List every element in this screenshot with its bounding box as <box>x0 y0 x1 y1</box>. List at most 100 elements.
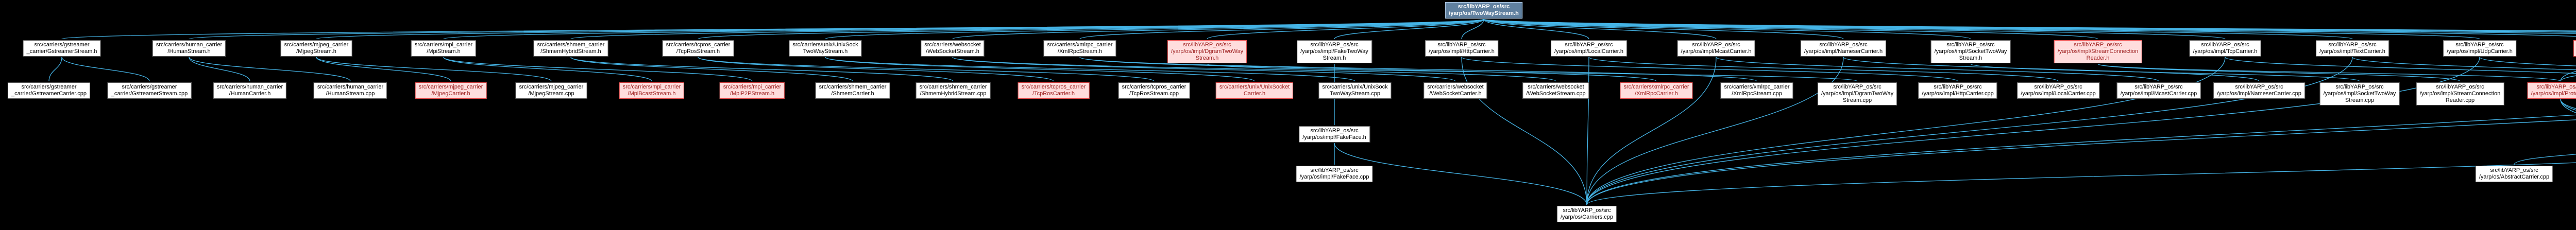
graph-node-A18[interactable]: src/libYARP_os/src/yarp/os/impl/TextCarr… <box>2316 40 2389 57</box>
node-label-line: /MjpegStream.cpp <box>528 91 574 97</box>
graph-node-A15[interactable]: src/libYARP_os/src/yarp/os/impl/SocketTw… <box>1930 40 2011 63</box>
node-label-line: src/libYARP_os/src <box>1437 42 1486 48</box>
include-edge <box>1334 143 1587 205</box>
graph-node-b7[interactable]: src/carriers/mpi_carrier/MpiP2PStream.h <box>719 82 785 99</box>
node-label-line: /TcpRosStream.h <box>676 48 720 55</box>
graph-node-A10[interactable]: src/libYARP_os/src/yarp/os/impl/FakeTwoW… <box>1297 40 1372 63</box>
graph-node-A19[interactable]: src/libYARP_os/src/yarp/os/impl/UdpCarri… <box>2443 40 2516 57</box>
graph-node-A7[interactable]: src/carriers/websocket/WebSocketStream.h <box>921 40 985 57</box>
graph-node-b24[interactable]: src/libYARP_os/src/yarp/os/impl/StreamCo… <box>2416 82 2504 105</box>
graph-node-b18[interactable]: src/libYARP_os/src/yarp/os/impl/DgramTwo… <box>1817 82 1897 105</box>
node-label-line: /yarp/os/impl/McastCarrier.h <box>1681 48 1752 55</box>
graph-node-b6[interactable]: src/carriers/mpi_carrier/MpiBcastStream.… <box>619 82 685 99</box>
graph-node-b8[interactable]: src/carriers/shmem_carrier/ShmemCarrier.… <box>815 82 890 99</box>
graph-node-b11[interactable]: src/carriers/tcpros_carrier/TcpRosStream… <box>1118 82 1190 99</box>
graph-node-A12[interactable]: src/libYARP_os/src/yarp/os/impl/LocalCar… <box>1551 40 1627 57</box>
node-label-line: src/carriers/shmem_carrier <box>819 84 887 90</box>
graph-node-A13[interactable]: src/libYARP_os/src/yarp/os/impl/McastCar… <box>1677 40 1755 57</box>
node-label-line: src/carriers/tcpros_carrier <box>1122 84 1187 90</box>
node-label-line: src/carriers/websocket <box>924 42 981 48</box>
include-edge <box>2560 70 2576 82</box>
graph-node-A2[interactable]: src/carriers/mjpeg_carrier/MjpegStream.h <box>280 40 352 57</box>
graph-node-A1[interactable]: src/carriers/human_carrier/HumanStream.h <box>152 40 226 57</box>
graph-node-A16[interactable]: src/libYARP_os/src/yarp/os/impl/StreamCo… <box>2054 40 2142 63</box>
graph-node-b23[interactable]: src/libYARP_os/src/yarp/os/impl/SocketTw… <box>2319 82 2400 105</box>
node-label-line: /ShmemCarrier.h <box>831 91 874 97</box>
node-label-line: src/libYARP_os/src <box>1310 42 1359 48</box>
node-label-line: /TcpRosStream.cpp <box>1129 91 1179 97</box>
node-label-line: src/carriers/shmem_carrier <box>537 42 605 48</box>
graph-node-b0[interactable]: src/carriers/gstreamer_carrier/Gstreamer… <box>7 82 91 99</box>
graph-node-b20[interactable]: src/libYARP_os/src/yarp/os/impl/LocalCar… <box>2017 82 2099 99</box>
node-label-line: Stream.cpp <box>2345 97 2375 103</box>
node-label-line: src/libYARP_os/src <box>1565 42 1613 48</box>
graph-node-b25[interactable]: src/libYARP_os/src/yarp/os/impl/Protocol… <box>2527 82 2576 99</box>
node-label-line: /MjpegStream.h <box>296 48 336 55</box>
include-edge <box>2097 63 2461 82</box>
graph-node-current-root: src/libYARP_os/src/yarp/os/TwoWayStream.… <box>1445 2 1522 19</box>
graph-node-A20[interactable]: src/libYARP_os/src/yarp/os/InputProtocol… <box>2573 40 2576 57</box>
graph-node-A3[interactable]: src/carriers/mpi_carrier/MpiStream.h <box>411 40 477 57</box>
include-edge <box>825 19 1484 40</box>
node-label-line: /HumanStream.h <box>167 48 211 55</box>
node-label-line: /yarp/os/impl/Protocol.h <box>2531 91 2576 97</box>
graph-node-b1[interactable]: src/carriers/gstreamer_carrier/Gstreamer… <box>107 82 192 99</box>
graph-node-A5[interactable]: src/carriers/tcpros_carrier/TcpRosStream… <box>662 40 734 57</box>
include-edge <box>1588 57 2059 82</box>
graph-node-b19[interactable]: src/libYARP_os/src/yarp/os/impl/HttpCarr… <box>1918 82 1997 99</box>
include-edge <box>1483 19 2576 31</box>
graph-node-b2[interactable]: src/carriers/human_carrier/HumanCarrier.… <box>213 82 287 99</box>
graph-node-b15[interactable]: src/carriers/websocket/WebSocketStream.c… <box>1522 82 1589 99</box>
graph-node-b22[interactable]: src/libYARP_os/src/yarp/os/impl/NameserC… <box>2213 82 2305 99</box>
include-edge <box>1586 57 1717 205</box>
node-label-line: src/libYARP_os/src <box>2134 84 2183 90</box>
graph-node-A14[interactable]: src/libYARP_os/src/yarp/os/impl/NameserC… <box>1800 40 1887 57</box>
include-edge <box>1334 19 1484 40</box>
include-edge <box>1483 19 1717 40</box>
node-label-line: src/libYARP_os/src <box>2074 42 2122 48</box>
node-label-line: Carrier.h <box>1243 91 1266 97</box>
include-edge <box>61 57 150 82</box>
node-label-line: src/carriers/xmlrpc_carrier <box>1623 84 1689 90</box>
include-edge <box>952 19 1484 40</box>
graph-node-A17[interactable]: src/libYARP_os/src/yarp/os/impl/TcpCarri… <box>2189 40 2261 57</box>
include-edge <box>1716 57 2159 82</box>
graph-node-b16[interactable]: src/carriers/xmlrpc_carrier/XmlRpcCarrie… <box>1620 82 1693 99</box>
graph-node-d1[interactable]: src/libYARP_os/src/yarp/os/AbstractCarri… <box>2475 166 2553 182</box>
graph-node-b5[interactable]: src/carriers/mjpeg_carrier/MjpegStream.c… <box>515 82 587 99</box>
include-edge <box>952 57 1556 82</box>
graph-node-b10[interactable]: src/carriers/tcpros_carrier/TcpRosCarrie… <box>1018 82 1090 99</box>
node-label-line: src/libYARP_os/src <box>1934 84 1982 90</box>
include-edge <box>1461 19 1484 40</box>
node-label-line: Stream.h <box>1959 55 1982 61</box>
graph-node-A8[interactable]: src/carriers/xmlrpc_carrier/XmlRpcStream… <box>1043 40 1116 57</box>
graph-node-c0[interactable]: src/libYARP_os/src/yarp/os/impl/FakeFace… <box>1299 126 1370 143</box>
include-edge <box>316 57 451 82</box>
node-label-line: src/carriers/tcpros_carrier <box>666 42 731 48</box>
include-edge <box>570 57 853 82</box>
graph-node-d0[interactable]: src/libYARP_os/src/yarp/os/impl/FakeFace… <box>1296 166 1373 182</box>
graph-node-b17[interactable]: src/carriers/xmlrpc_carrier/XmlRpcStream… <box>1720 82 1793 99</box>
graph-node-b14[interactable]: src/carriers/websocket/WebSocketCarrier.… <box>1423 82 1487 99</box>
graph-node-A9[interactable]: src/libYARP_os/src/yarp/os/impl/DgramTwo… <box>1167 40 1247 63</box>
node-label-line: /MpiStream.h <box>427 48 461 55</box>
node-label-line: src/libYARP_os/src <box>1692 42 1740 48</box>
node-label-line: src/libYARP_os/src <box>2235 84 2283 90</box>
graph-node-A11[interactable]: src/libYARP_os/src/yarp/os/impl/HttpCarr… <box>1425 40 1498 57</box>
graph-node-b3[interactable]: src/carriers/human_carrier/HumanStream.c… <box>313 82 387 99</box>
graph-node-b4[interactable]: src/carriers/mjpeg_carrier/MjpegCarrier.… <box>415 82 487 99</box>
graph-node-b9[interactable]: src/carriers/shmem_carrier/ShmemHybridSt… <box>916 82 991 99</box>
graph-node-bottom[interactable]: src/libYARP_os/src/yarp/os/Carriers.cpp <box>1556 206 1617 222</box>
node-label-line: /yarp/os/impl/UdpCarrier.h <box>2447 48 2513 55</box>
include-edge <box>2479 57 2576 66</box>
include-edge <box>1483 19 2576 37</box>
graph-node-b21[interactable]: src/libYARP_os/src/yarp/os/impl/McastCar… <box>2116 82 2201 99</box>
graph-node-A4[interactable]: src/carriers/shmem_carrier/ShmemHybridSt… <box>533 40 608 57</box>
graph-node-A0[interactable]: src/carriers/gstreamer_carrier/Gstreamer… <box>23 40 101 57</box>
include-edge <box>1207 19 1484 40</box>
